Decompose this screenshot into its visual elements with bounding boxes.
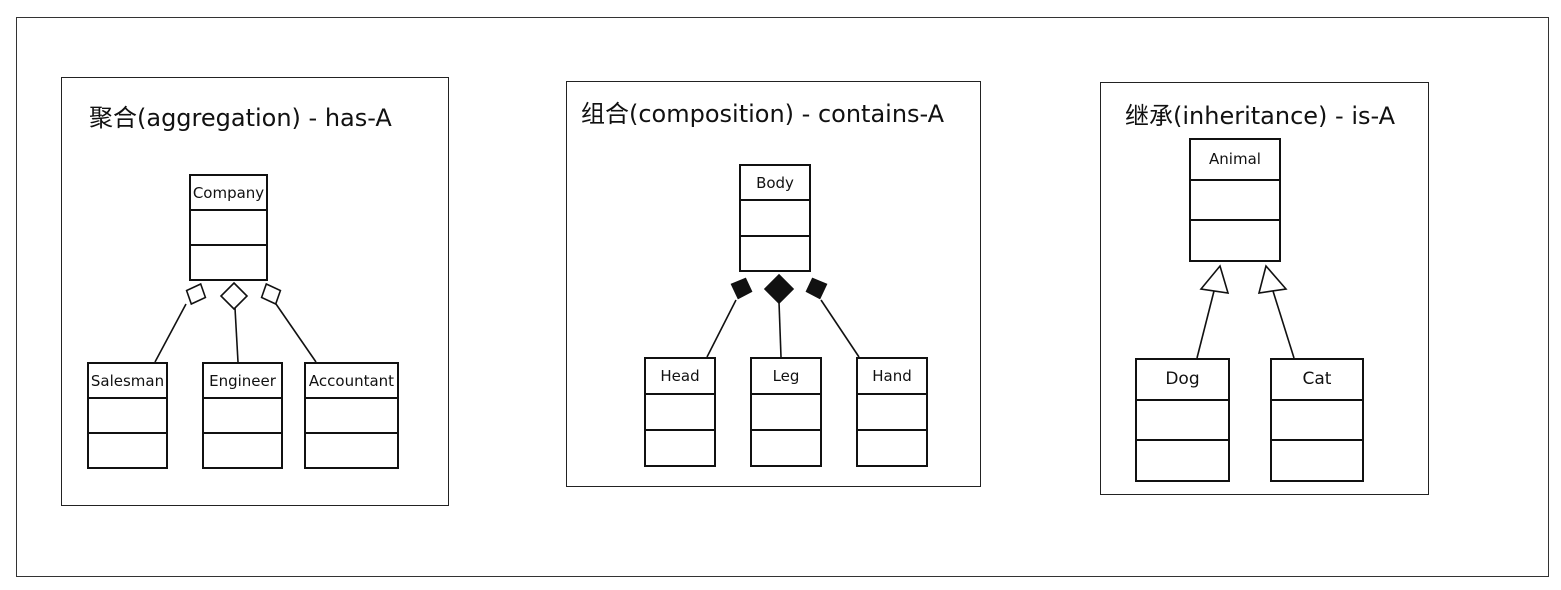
hollow-triangle-icon [1199,264,1230,294]
class-cat[interactable]: Cat [1270,358,1364,482]
class-name: Head [646,359,714,395]
class-name: Body [741,166,809,202]
class-attributes [1191,181,1279,222]
class-dog[interactable]: Dog [1135,358,1230,482]
class-attributes [1272,401,1362,442]
class-name: Hand [858,359,926,395]
class-engineer[interactable]: Engineer [202,362,283,469]
composition-links [706,273,860,358]
class-attributes [1137,401,1228,442]
class-attributes [858,395,926,431]
class-methods [858,431,926,465]
class-methods [741,237,809,270]
composition-panel: 组合(composition) - contains-A Body Head L… [566,81,981,487]
filled-diamond-icon [730,277,753,300]
aggregation-title: 聚合(aggregation) - has-A [89,104,392,132]
class-company[interactable]: Company [189,174,268,281]
class-leg[interactable]: Leg [750,357,822,467]
class-methods [646,431,714,465]
composition-title: 组合(composition) - contains-A [581,100,945,128]
class-methods [1137,441,1228,480]
hollow-diamond-icon [185,282,207,306]
filled-diamond-icon [763,273,795,305]
class-methods [1191,221,1279,260]
class-head[interactable]: Head [644,357,716,467]
class-methods [89,434,166,467]
inheritance-links [1196,264,1295,359]
class-methods [306,434,397,467]
class-accountant[interactable]: Accountant [304,362,399,469]
filled-diamond-icon [805,277,828,300]
hollow-triangle-icon [1257,264,1288,294]
aggregation-panel: 聚合(aggregation) - has-A Company Salesman… [61,77,449,506]
class-name: Dog [1137,360,1228,401]
inheritance-title: 继承(inheritance) - is-A [1125,102,1396,130]
class-attributes [646,395,714,431]
inheritance-panel: 继承(inheritance) - is-A Animal Dog Cat [1100,82,1429,495]
class-methods [1272,441,1362,480]
class-name: Leg [752,359,820,395]
class-name: Cat [1272,360,1362,401]
class-name: Salesman [89,364,166,399]
class-salesman[interactable]: Salesman [87,362,168,469]
aggregation-links [154,281,317,363]
class-attributes [89,399,166,434]
class-attributes [741,201,809,237]
class-body[interactable]: Body [739,164,811,272]
hollow-diamond-icon [260,282,282,306]
class-name: Accountant [306,364,397,399]
class-hand[interactable]: Hand [856,357,928,467]
diagram-frame [16,17,1549,577]
class-attributes [752,395,820,431]
class-name: Engineer [204,364,281,399]
class-name: Animal [1191,140,1279,181]
class-attributes [204,399,281,434]
class-methods [191,246,266,279]
class-attributes [191,211,266,246]
class-name: Company [191,176,266,211]
class-attributes [306,399,397,434]
class-animal[interactable]: Animal [1189,138,1281,262]
class-methods [204,434,281,467]
class-methods [752,431,820,465]
hollow-diamond-icon [219,281,249,311]
